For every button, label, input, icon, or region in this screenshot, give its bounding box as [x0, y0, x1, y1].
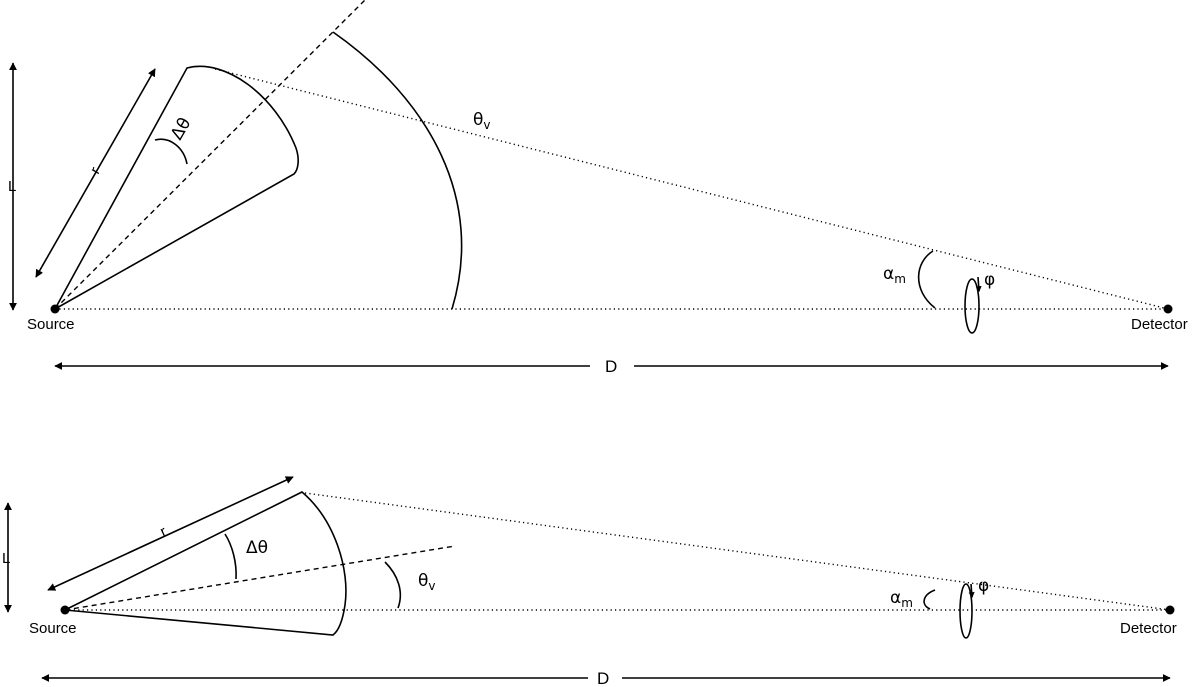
jet-edge-sight-line-2: [304, 492, 1171, 611]
distance-label-2: D: [597, 669, 609, 687]
detector-point-2: [1165, 605, 1175, 615]
delta-theta-arc-2: [224, 533, 237, 580]
jet-axis: [54, 0, 366, 310]
radius-label: r: [87, 164, 104, 177]
length-label: L: [8, 178, 16, 195]
length-label-2: L: [2, 550, 10, 567]
alpha-m-label: αm: [883, 264, 906, 286]
jet-cone: [54, 65, 299, 310]
bottom-panel: Source Detector D L r Δθ θv αm φ: [2, 476, 1177, 687]
distance-label: D: [605, 357, 617, 376]
viewing-angle-arc: [332, 31, 463, 310]
detector-point: [1163, 304, 1173, 314]
source-point-2: [60, 605, 70, 615]
theta-v-label: θv: [473, 110, 491, 132]
radius-arrow-2: [47, 476, 294, 591]
phi-rotation-ellipse-2: [959, 583, 973, 639]
phi-rotation-ellipse: [964, 278, 980, 334]
radius-arrow: [35, 68, 156, 278]
jet-axis-2: [64, 545, 456, 611]
alpha-m-arc: [917, 250, 936, 309]
phi-rotation-arrow: [975, 276, 982, 293]
delta-theta-label-2: Δθ: [246, 538, 268, 558]
phi-label-2: φ: [978, 576, 989, 596]
source-label: Source: [27, 316, 75, 333]
detector-label-2: Detector: [1120, 620, 1177, 637]
top-panel: Source Detector D L r Δθ θv αm φ: [8, 0, 1188, 376]
source-point: [50, 304, 60, 314]
jet-edge-sight-line: [214, 68, 1169, 310]
delta-theta-arc: [154, 138, 188, 165]
source-label-2: Source: [29, 620, 77, 637]
jet-cone-2: [64, 491, 347, 636]
viewing-angle-arc-2: [384, 561, 402, 609]
radius-label-2: r: [158, 523, 170, 541]
detector-label: Detector: [1131, 316, 1188, 333]
alpha-m-arc-2: [923, 589, 936, 610]
delta-theta-label: Δθ: [167, 114, 195, 143]
theta-v-label-2: θv: [418, 571, 436, 593]
phi-label: φ: [984, 270, 995, 290]
alpha-m-label-2: αm: [890, 588, 913, 610]
phi-rotation-arrow-2: [968, 583, 975, 599]
